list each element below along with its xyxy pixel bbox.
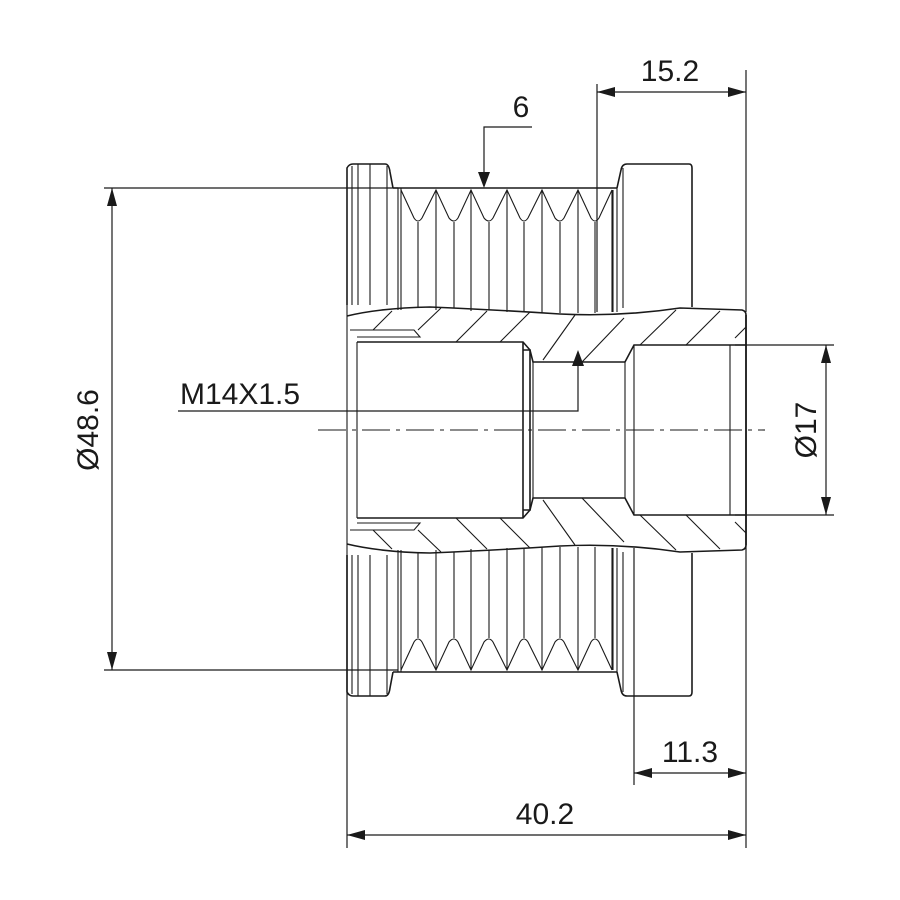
top-width-label: 15.2 — [641, 55, 699, 88]
groove-count-label: 6 — [513, 91, 530, 124]
thread-label: M14X1.5 — [180, 378, 300, 411]
dim-outer-diameter: Ø48.6 — [72, 187, 398, 671]
pulley-top-half — [346, 163, 747, 546]
dim-flange-width: 11.3 — [633, 545, 747, 848]
flange-width-label: 11.3 — [662, 736, 718, 769]
dim-thread: M14X1.5 — [178, 350, 584, 412]
dim-overall-length: 40.2 — [346, 555, 746, 848]
front-face — [346, 305, 358, 555]
dim-bore-diameter: Ø17 — [735, 344, 834, 516]
dim-groove-count: 6 — [478, 91, 532, 188]
overall-length-label: 40.2 — [516, 798, 574, 831]
pulley-bottom-half — [346, 314, 747, 697]
outer-diameter-label: Ø48.6 — [72, 389, 105, 471]
bore-diameter-label: Ø17 — [790, 402, 823, 459]
dim-top-width: 15.2 — [596, 55, 747, 312]
